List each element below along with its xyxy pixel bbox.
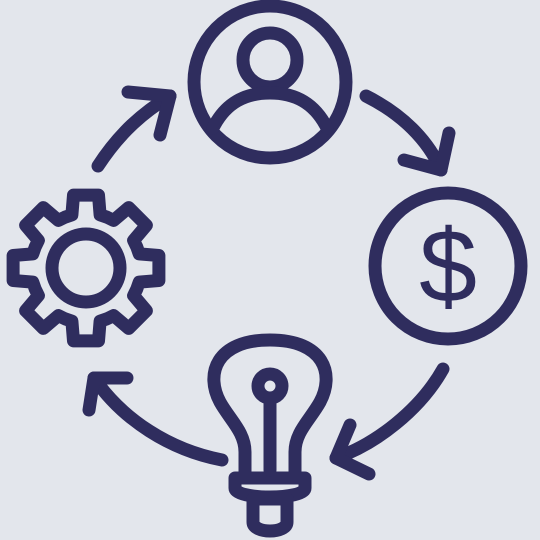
arrow-process-to-person	[91, 85, 177, 173]
arrow-person-to-money	[359, 89, 456, 177]
dollar-icon: $	[368, 186, 528, 346]
gear-icon	[6, 188, 166, 348]
arrow-money-to-idea	[329, 362, 450, 481]
arrow-idea-to-process	[82, 371, 229, 467]
user-icon	[187, 0, 353, 165]
dollar-symbol: $	[419, 209, 477, 325]
lightbulb-icon	[207, 333, 333, 538]
